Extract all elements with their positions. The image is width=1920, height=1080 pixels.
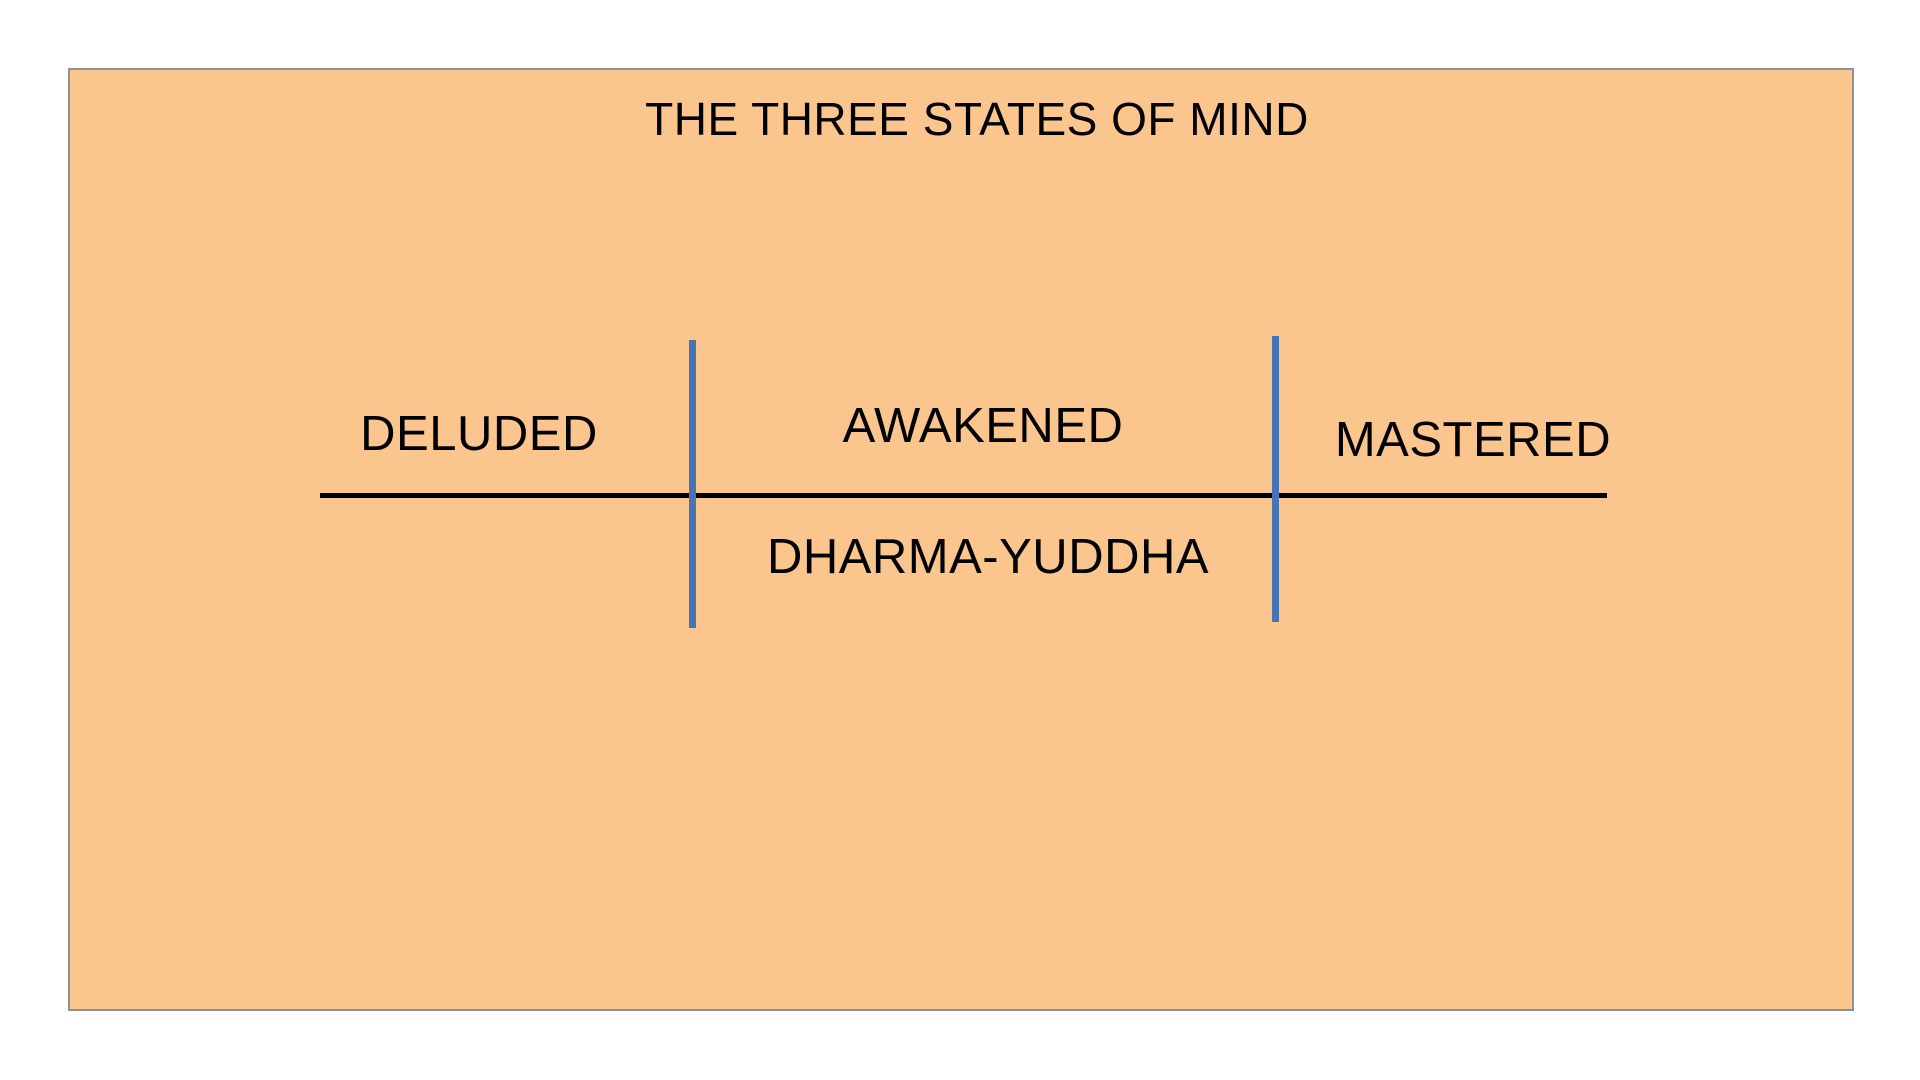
state-label-deluded: DELUDED	[360, 407, 598, 461]
state-divider-left	[689, 340, 696, 628]
spectrum-axis-line	[320, 493, 1607, 498]
slide-title: THE THREE STATES OF MIND	[645, 93, 1309, 145]
state-label-awakened: AWAKENED	[842, 399, 1124, 453]
sublabel-dharma-yuddha: DHARMA-YUDDHA	[766, 530, 1210, 584]
state-label-mastered: MASTERED	[1334, 413, 1612, 467]
slide-panel	[68, 68, 1854, 1011]
state-divider-right	[1272, 336, 1279, 622]
